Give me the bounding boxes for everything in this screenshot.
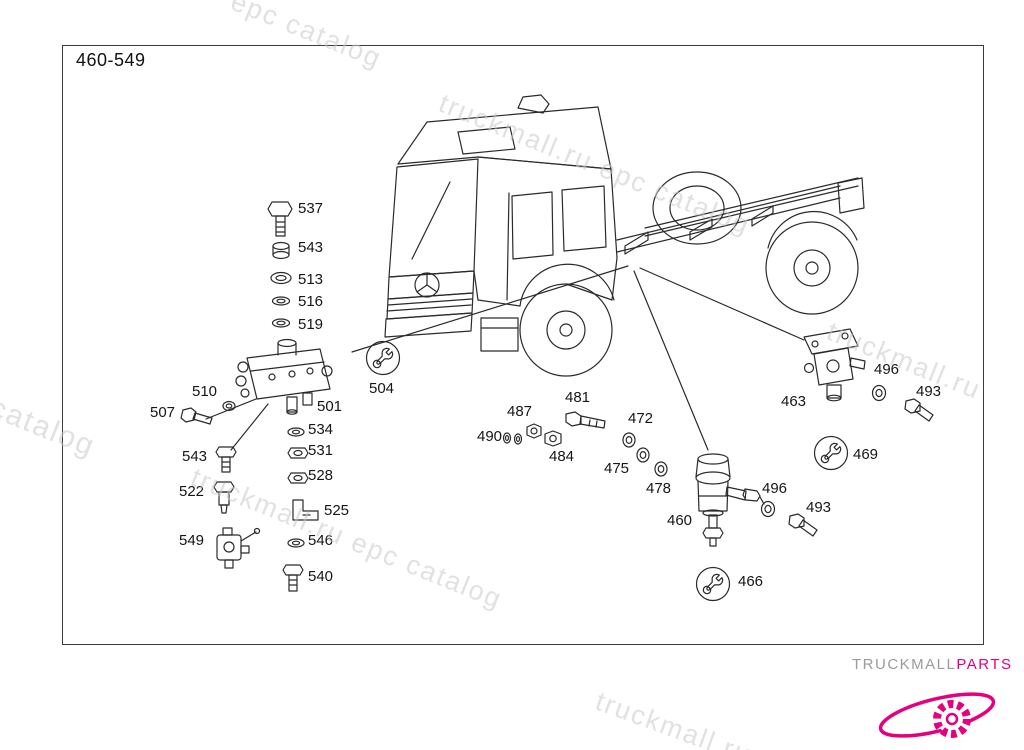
logo-text: TRUCKMALLPARTS xyxy=(852,656,1020,673)
callout-496: 496 xyxy=(874,361,900,378)
callout-546: 546 xyxy=(308,532,334,549)
callout-472: 472 xyxy=(628,410,654,427)
logo-gear-graphic xyxy=(878,692,996,738)
callout-525: 525 xyxy=(324,502,350,519)
callout-460: 460 xyxy=(667,512,693,529)
callout-516: 516 xyxy=(298,293,324,310)
callout-487: 487 xyxy=(507,403,533,420)
callout-519: 519 xyxy=(298,316,324,333)
callout-504: 504 xyxy=(369,380,395,397)
page-title: 460-549 xyxy=(76,50,146,70)
logo-text-truckmall: TRUCKMALL xyxy=(852,656,957,673)
callout-493-2: 493 xyxy=(806,499,832,516)
callout-481: 481 xyxy=(565,389,591,406)
callout-528: 528 xyxy=(308,467,334,484)
callout-501: 501 xyxy=(317,398,343,415)
callout-463: 463 xyxy=(781,393,807,410)
callout-513: 513 xyxy=(298,271,324,288)
callout-537: 537 xyxy=(298,200,324,217)
callout-549: 549 xyxy=(179,532,205,549)
callout-490: 490 xyxy=(477,428,503,445)
callout-484: 484 xyxy=(549,448,575,465)
callout-543-2: 543 xyxy=(182,448,208,465)
callout-493: 493 xyxy=(916,383,942,400)
callout-466: 466 xyxy=(738,573,764,590)
logo-text-parts: PARTS xyxy=(956,656,1013,673)
callout-522: 522 xyxy=(179,483,205,500)
callout-469: 469 xyxy=(853,446,879,463)
callout-510: 510 xyxy=(192,383,218,400)
callout-478: 478 xyxy=(646,480,672,497)
callout-507: 507 xyxy=(150,404,176,421)
callout-531: 531 xyxy=(308,442,334,459)
callout-475: 475 xyxy=(604,460,630,477)
callout-540: 540 xyxy=(308,568,334,585)
brand-logo: TRUCKMALLPARTS xyxy=(852,656,1020,750)
callout-534: 534 xyxy=(308,421,334,438)
callout-543: 543 xyxy=(298,239,324,256)
callout-496-2: 496 xyxy=(762,480,788,497)
diagram-border xyxy=(62,45,984,645)
